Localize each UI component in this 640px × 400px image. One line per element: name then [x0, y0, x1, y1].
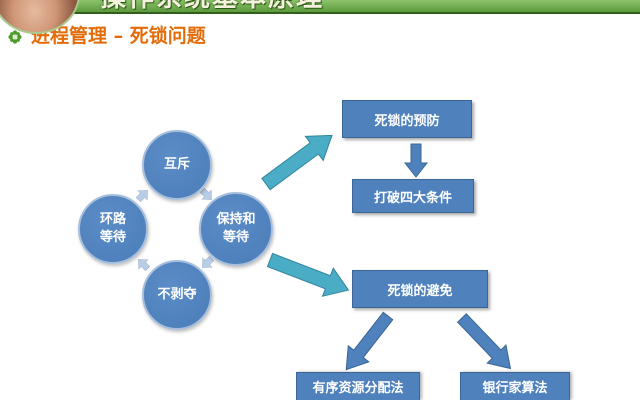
cycle-arrow-2 [202, 255, 215, 268]
ordered-allocation-box: 有序资源分配法 [296, 372, 420, 400]
bankers-algorithm-box: 银行家算法 [460, 372, 570, 400]
header-bar: 操作系统基本原理 [60, 0, 640, 14]
header-title: 操作系统基本原理 [100, 0, 324, 11]
condition-hold-and-wait: 保持和 等待 [199, 192, 273, 266]
arrow-avoidance-to-bankers [456, 313, 512, 370]
condition-label: 不剥夺 [157, 287, 197, 302]
condition-label: 环路 等待 [99, 212, 126, 245]
prevention-box: 死锁的预防 [342, 100, 472, 138]
condition-no-preemption: 不剥夺 [142, 260, 212, 330]
arrow-avoidance-to-ordered-allocation [345, 311, 394, 371]
avoidance-box: 死锁的避免 [352, 270, 488, 308]
condition-label: 保持和 等待 [216, 212, 256, 245]
arrow-to-avoidance [266, 252, 350, 297]
condition-mutual-exclusion: 互斥 [142, 130, 212, 200]
arrow-to-prevention [261, 134, 333, 191]
condition-label: 互斥 [163, 157, 190, 172]
slide-subtitle: 进程管理 – 死锁问题 [31, 25, 206, 47]
flower-bullet-icon [8, 30, 22, 44]
prevention-method-box: 打破四大条件 [352, 179, 474, 213]
cycle-arrow-4 [135, 190, 148, 203]
condition-circular-wait: 环路 等待 [78, 194, 148, 264]
cycle-arrow-1 [199, 187, 212, 200]
cycle-arrow-3 [138, 259, 151, 272]
arrow-prevention-to-method [403, 143, 429, 178]
